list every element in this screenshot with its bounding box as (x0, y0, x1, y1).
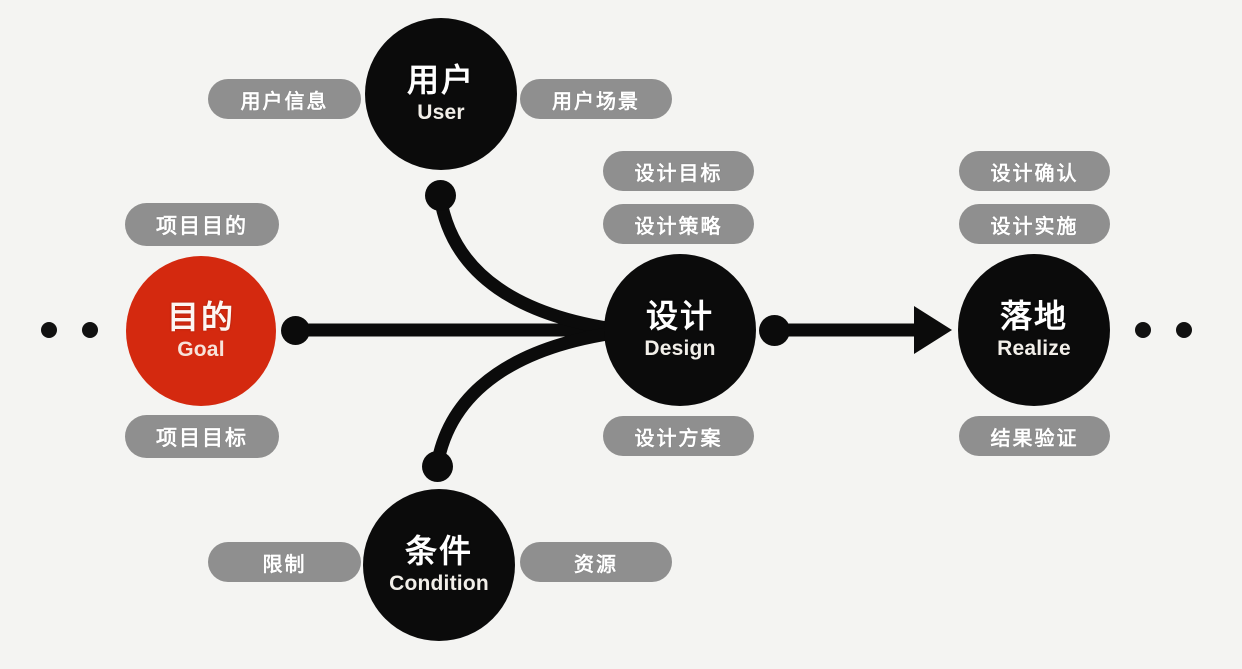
pill-realize-top-2[interactable]: 设计实施 (959, 204, 1110, 244)
pill-design-top-1[interactable]: 设计目标 (603, 151, 754, 191)
ellipsis-dot-left-2 (82, 322, 98, 338)
node-goal-cn-label: 目的 (166, 299, 235, 336)
pill-user-left[interactable]: 用户信息 (208, 79, 361, 119)
node-goal-en-label: Goal (177, 337, 225, 361)
pill-design-top-2[interactable]: 设计策略 (603, 204, 754, 244)
node-design-en-label: Design (644, 336, 716, 360)
ellipsis-dot-right-1 (1135, 322, 1151, 338)
joint-dot-design (759, 315, 790, 346)
node-realize[interactable]: 落地 Realize (958, 254, 1110, 406)
pill-realize-top-1[interactable]: 设计确认 (959, 151, 1110, 191)
node-design[interactable]: 设计 Design (604, 254, 756, 406)
pill-design-bottom[interactable]: 设计方案 (603, 416, 754, 456)
pill-label: 设计方案 (634, 427, 723, 450)
pill-label: 用户场景 (552, 90, 640, 113)
pill-goal-bottom[interactable]: 项目目标 (125, 415, 279, 458)
node-realize-cn-label: 落地 (999, 298, 1068, 335)
pill-label: 项目目标 (156, 426, 248, 450)
node-condition[interactable]: 条件 Condition (363, 489, 515, 641)
node-condition-cn-label: 条件 (404, 533, 473, 570)
pill-label: 项目目的 (156, 214, 248, 238)
node-user-en-label: User (417, 100, 465, 124)
pill-label: 设计实施 (990, 215, 1079, 238)
pill-label: 限制 (262, 553, 307, 576)
joint-dot-condition (422, 451, 453, 482)
pill-label: 用户信息 (240, 90, 329, 113)
arrowhead-icon (914, 306, 952, 354)
pill-label: 设计策略 (634, 215, 723, 238)
ellipsis-dot-left-1 (41, 322, 57, 338)
node-realize-en-label: Realize (997, 336, 1071, 360)
pill-condition-right[interactable]: 资源 (520, 542, 672, 582)
node-design-cn-label: 设计 (645, 298, 714, 335)
node-condition-en-label: Condition (389, 571, 489, 595)
pill-user-right[interactable]: 用户场景 (520, 79, 672, 119)
edge-condition-to-design (430, 324, 635, 473)
pill-goal-top[interactable]: 项目目的 (125, 203, 279, 246)
node-user[interactable]: 用户 User (365, 18, 517, 170)
ellipsis-dot-right-2 (1176, 322, 1192, 338)
joint-dot-goal (281, 316, 310, 345)
pill-label: 设计目标 (634, 162, 723, 185)
pill-label: 结果验证 (990, 427, 1079, 450)
edge-user-to-design (433, 189, 635, 338)
pill-label: 设计确认 (990, 162, 1079, 185)
node-user-cn-label: 用户 (406, 62, 475, 99)
node-goal[interactable]: 目的 Goal (126, 256, 276, 406)
pill-realize-bottom[interactable]: 结果验证 (959, 416, 1110, 456)
pill-condition-left[interactable]: 限制 (208, 542, 361, 582)
pill-label: 资源 (574, 553, 618, 576)
joint-dot-user (425, 180, 456, 211)
